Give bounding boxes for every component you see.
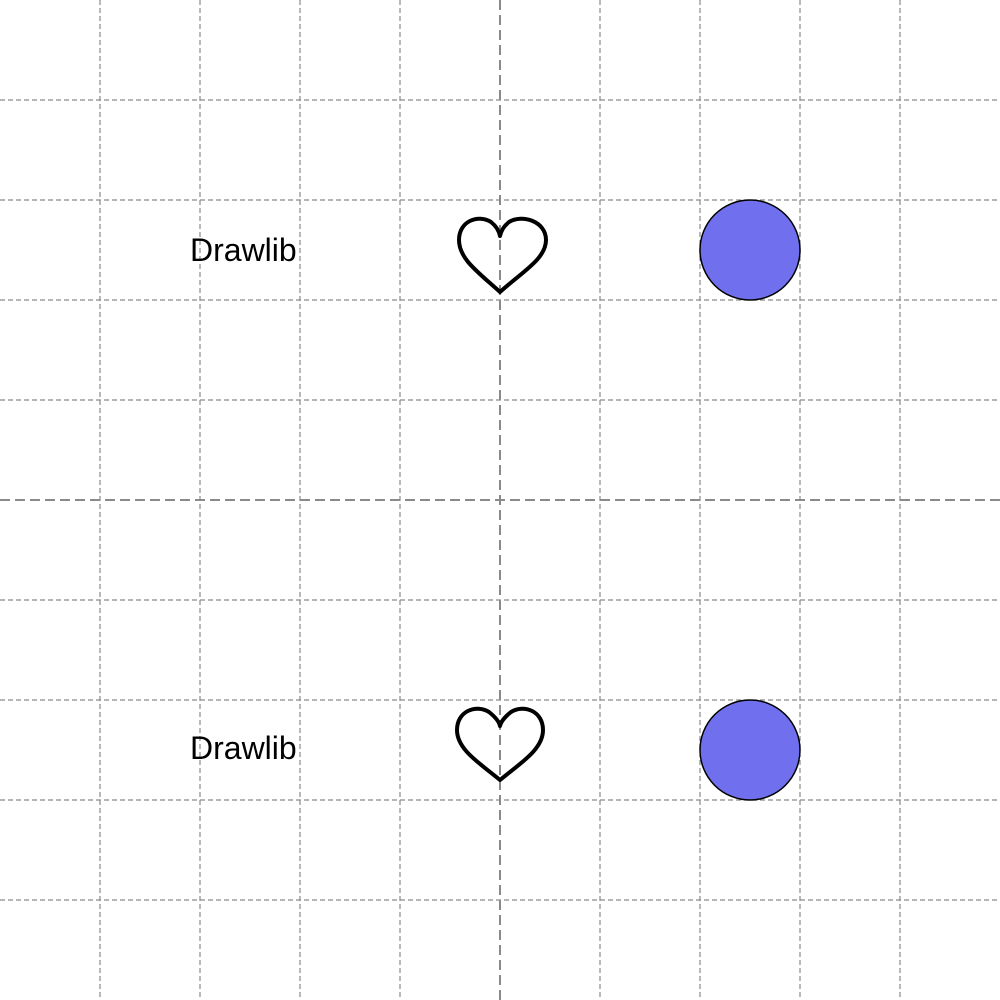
filled-circle (699, 199, 801, 301)
heart-outline-icon (455, 706, 545, 782)
filled-circle (699, 699, 801, 801)
row-1: Drawlib (190, 199, 801, 301)
heart-outline-icon (457, 216, 548, 294)
row-2: Drawlib (190, 699, 801, 801)
drawlib-label: Drawlib (190, 730, 297, 766)
drawlib-label: Drawlib (190, 232, 297, 268)
